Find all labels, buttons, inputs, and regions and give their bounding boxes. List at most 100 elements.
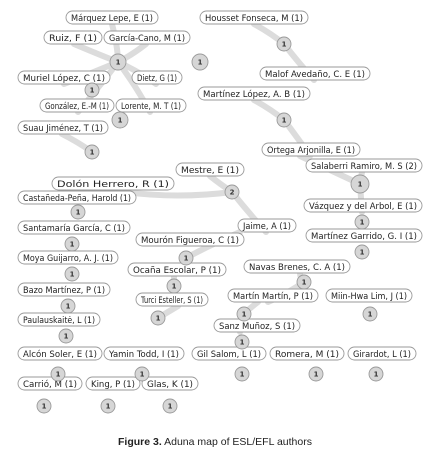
author-node[interactable]: Ortega Arjonilla, E (1) bbox=[261, 142, 361, 157]
cluster-badge[interactable]: 1 bbox=[109, 53, 127, 71]
author-node[interactable]: Turci Esteller, S (1) bbox=[135, 292, 209, 307]
cluster-badge[interactable]: 1 bbox=[308, 366, 324, 382]
cluster-badge[interactable]: 1 bbox=[64, 236, 80, 252]
author-node[interactable]: King, P (1) bbox=[85, 376, 141, 391]
author-node[interactable]: Ocaña Escolar, P (1) bbox=[127, 262, 227, 277]
cluster-badge-circle bbox=[276, 36, 292, 52]
author-node[interactable]: Salaberri Ramiro, M. S (2) bbox=[305, 158, 423, 173]
author-label: Dolón Herrero, R (1) bbox=[57, 179, 169, 189]
author-node[interactable]: Gil Salom, L (1) bbox=[191, 346, 267, 361]
cluster-badge[interactable]: 1 bbox=[50, 366, 66, 382]
author-node[interactable]: Martínez López, A. B (1) bbox=[197, 86, 311, 101]
author-node[interactable]: Alcón Soler, E (1) bbox=[17, 346, 103, 361]
author-node[interactable]: Moya Guijarro, A. J. (1) bbox=[17, 250, 119, 265]
cluster-badge[interactable]: 1 bbox=[84, 82, 100, 98]
author-node-box bbox=[17, 190, 137, 205]
cluster-badge[interactable]: 1 bbox=[134, 366, 150, 382]
author-node[interactable]: Márquez Lepe, E (1) bbox=[65, 10, 159, 25]
cluster-badge-circle bbox=[84, 144, 100, 160]
author-node-box bbox=[135, 232, 245, 247]
author-node[interactable]: Girardot, L (1) bbox=[347, 346, 417, 361]
cluster-badge[interactable]: 1 bbox=[166, 278, 182, 294]
cluster-badge[interactable]: 1 bbox=[276, 112, 292, 128]
cluster-badge-circle bbox=[234, 366, 250, 382]
author-node[interactable]: Bazo Martínez, P (1) bbox=[17, 282, 111, 297]
author-node[interactable]: García-Cano, M (1) bbox=[103, 30, 191, 45]
author-label: Mestre, E (1) bbox=[181, 165, 239, 175]
author-label: Navas Brenes, C. A (1) bbox=[249, 262, 345, 272]
author-node[interactable]: Dolón Herrero, R (1) bbox=[51, 176, 175, 191]
cluster-count: 1 bbox=[374, 371, 379, 379]
cluster-count: 1 bbox=[172, 283, 177, 291]
author-node[interactable]: Martínez Garrido, G. I (1) bbox=[305, 228, 423, 243]
cluster-badge[interactable]: 1 bbox=[234, 334, 250, 350]
cluster-badge-circle bbox=[178, 250, 194, 266]
cluster-badge[interactable]: 1 bbox=[111, 111, 129, 129]
cluster-badge[interactable]: 1 bbox=[350, 174, 370, 194]
cluster-badge-circle bbox=[109, 53, 127, 71]
cluster-badge[interactable]: 1 bbox=[362, 306, 378, 322]
author-label: Dietz, G (1) bbox=[137, 73, 177, 83]
cluster-badge[interactable]: 1 bbox=[296, 274, 312, 290]
author-node[interactable]: Vázquez y del Arbol, E (1) bbox=[303, 198, 423, 213]
author-node[interactable]: Glas, K (1) bbox=[141, 376, 199, 391]
author-node[interactable]: Navas Brenes, C. A (1) bbox=[243, 259, 351, 274]
cluster-count: 1 bbox=[42, 403, 47, 411]
author-node[interactable]: Santamaría García, C (1) bbox=[17, 220, 131, 235]
cluster-count: 1 bbox=[118, 117, 123, 125]
cluster-badge-circle bbox=[224, 184, 240, 200]
cluster-badge[interactable]: 2 bbox=[224, 184, 240, 200]
cluster-badge[interactable]: 1 bbox=[100, 398, 116, 414]
author-node[interactable]: Suau Jiménez, T (1) bbox=[17, 120, 109, 135]
cluster-badge[interactable]: 1 bbox=[150, 310, 166, 326]
cluster-badge[interactable]: 1 bbox=[191, 53, 209, 71]
author-node[interactable]: Ruiz, F (1) bbox=[43, 30, 103, 45]
cluster-badge[interactable]: 1 bbox=[84, 144, 100, 160]
author-node[interactable]: Housset Fonseca, M (1) bbox=[199, 10, 309, 25]
author-node[interactable]: Mourón Figueroa, C (1) bbox=[135, 232, 245, 247]
cluster-count: 1 bbox=[368, 311, 373, 319]
cluster-badge[interactable]: 1 bbox=[236, 306, 252, 322]
cluster-count: 1 bbox=[360, 249, 365, 257]
author-label: Martínez Garrido, G. I (1) bbox=[311, 231, 417, 241]
cluster-badge-circle bbox=[308, 366, 324, 382]
author-label: García-Cano, M (1) bbox=[109, 33, 185, 43]
author-node[interactable]: Miin-Hwa Lim, J (1) bbox=[325, 288, 413, 303]
author-node[interactable]: Yamin Todd, I (1) bbox=[103, 346, 185, 361]
cluster-badge[interactable]: 1 bbox=[178, 250, 194, 266]
author-node[interactable]: Sanz Muñoz, S (1) bbox=[213, 318, 301, 333]
cluster-badge[interactable]: 1 bbox=[162, 398, 178, 414]
cluster-badge-circle bbox=[236, 306, 252, 322]
author-node[interactable]: González, E.-M (1) bbox=[39, 98, 115, 113]
cluster-badge[interactable]: 1 bbox=[60, 298, 76, 314]
cluster-badge[interactable]: 1 bbox=[276, 36, 292, 52]
cluster-badge[interactable]: 1 bbox=[64, 266, 80, 282]
author-node[interactable]: Dietz, G (1) bbox=[131, 70, 183, 85]
cluster-badge-circle bbox=[36, 398, 52, 414]
cluster-badge-circle bbox=[50, 366, 66, 382]
cluster-badge[interactable]: 1 bbox=[234, 366, 250, 382]
cluster-badge[interactable]: 1 bbox=[36, 398, 52, 414]
author-node[interactable]: Castañeda-Peña, Harold (1) bbox=[17, 190, 137, 205]
author-node[interactable]: Malof Avedaño, C. E (1) bbox=[259, 66, 371, 81]
author-node[interactable]: Mestre, E (1) bbox=[175, 162, 245, 177]
cluster-badge[interactable]: 1 bbox=[368, 366, 384, 382]
author-node-box bbox=[175, 162, 245, 177]
author-node-box bbox=[259, 66, 371, 81]
author-label: Ortega Arjonilla, E (1) bbox=[267, 145, 355, 155]
author-node[interactable]: Lorente, M. T (1) bbox=[115, 98, 187, 113]
author-label: Martín Martín, P (1) bbox=[233, 291, 313, 301]
author-node[interactable]: Carrió, M (1) bbox=[17, 376, 83, 391]
cluster-badge[interactable]: 1 bbox=[354, 244, 370, 260]
cluster-badge[interactable]: 1 bbox=[70, 204, 86, 220]
author-node[interactable]: Jaime, A (1) bbox=[237, 218, 297, 233]
author-node[interactable]: Romera, M (1) bbox=[269, 346, 345, 361]
author-node[interactable]: Martín Martín, P (1) bbox=[227, 288, 319, 303]
cluster-badge[interactable]: 1 bbox=[58, 328, 74, 344]
author-node[interactable]: Muriel López, C (1) bbox=[17, 70, 111, 85]
cluster-badge[interactable]: 1 bbox=[354, 214, 370, 230]
author-node[interactable]: Paulauskaitė, L (1) bbox=[17, 312, 101, 327]
cluster-count: 1 bbox=[156, 315, 161, 323]
cluster-count: 1 bbox=[90, 149, 95, 157]
